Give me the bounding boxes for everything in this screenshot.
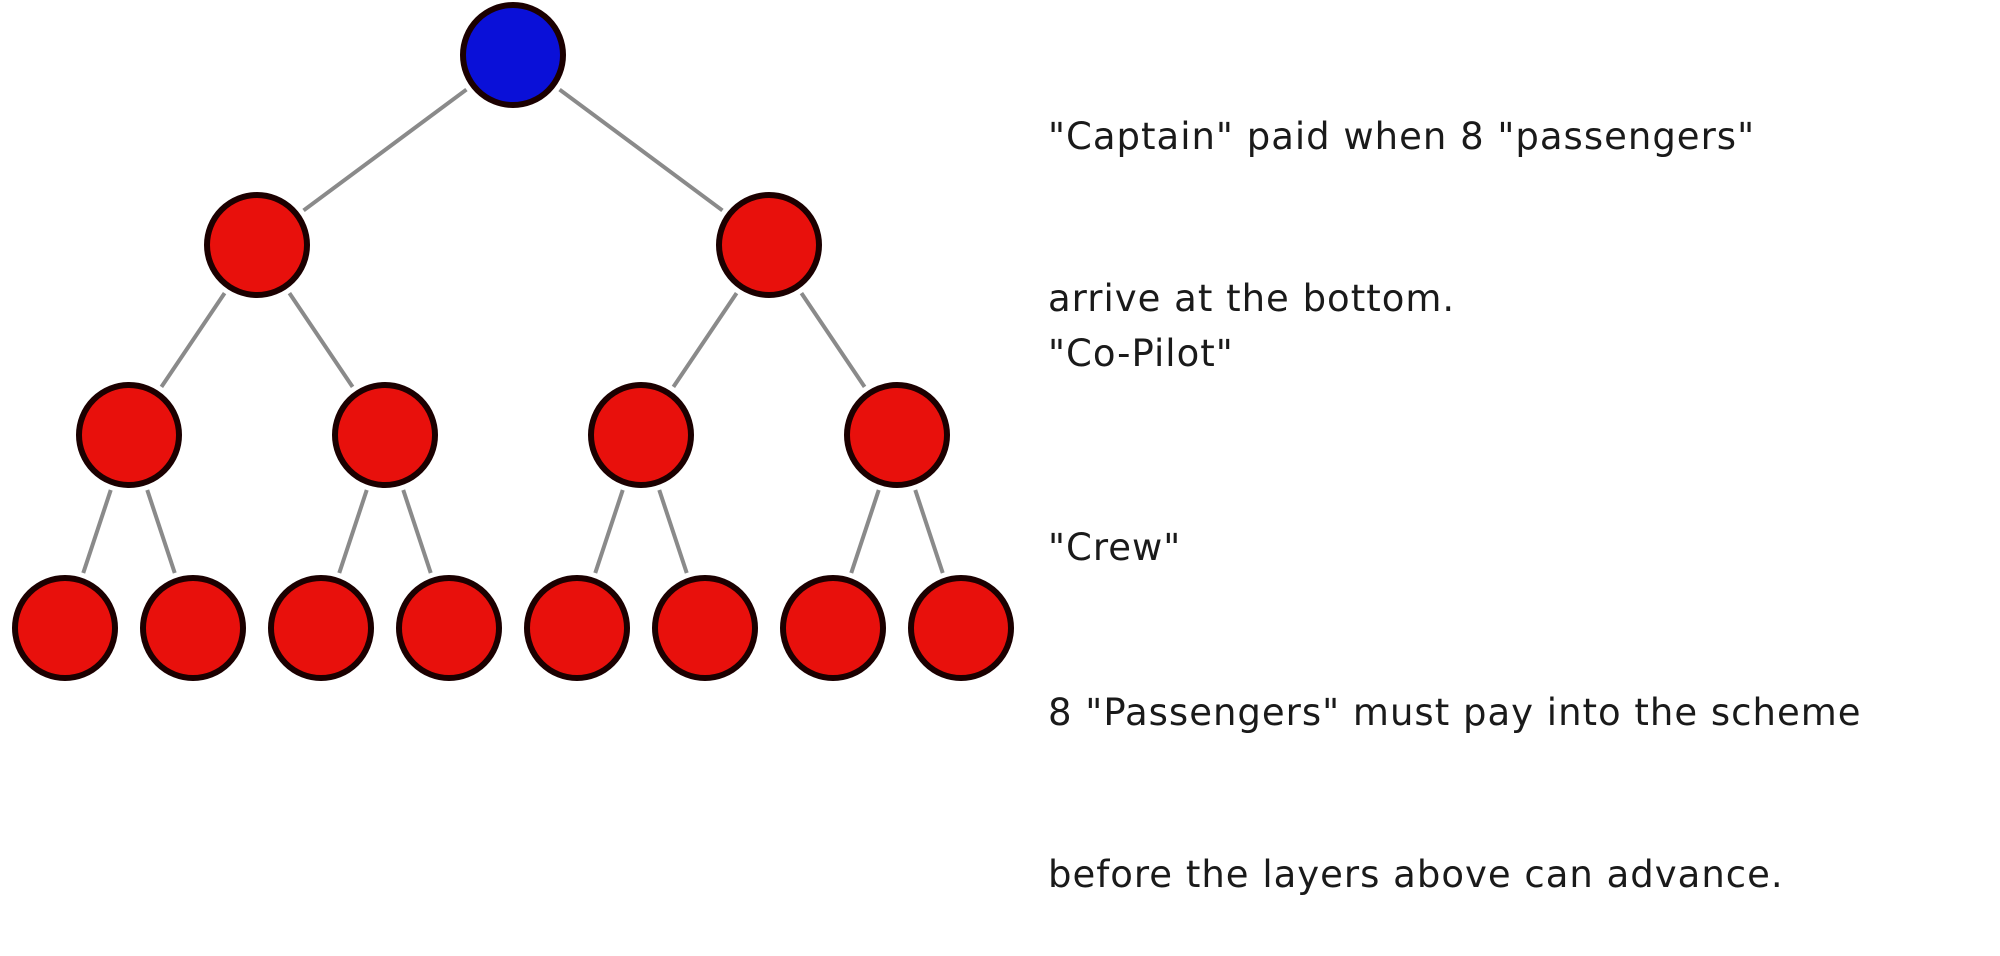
passengers-label-line-2: before the layers above can advance.: [1048, 853, 1784, 896]
tree-edge: [337, 489, 369, 574]
passengers-node: [140, 575, 246, 681]
passengers-label-line-1: 8 "Passengers" must pay into the scheme: [1048, 691, 1862, 734]
crew-node: [844, 382, 950, 488]
captain-node: [460, 2, 566, 108]
captain-label: "Captain" paid when 8 "passengers" arriv…: [1048, 2, 1755, 380]
tree-edge: [593, 489, 625, 574]
crew-label-line-1: "Crew": [1048, 526, 1182, 569]
tree-edge: [302, 87, 468, 213]
co-pilot-label-line-1: "Co-Pilot": [1048, 332, 1234, 375]
tree-edge: [145, 489, 177, 574]
tree-edge: [287, 291, 355, 389]
co-pilot-label: "Co-Pilot": [1048, 219, 1234, 435]
tree-edge: [849, 489, 881, 574]
tree-edge: [558, 87, 724, 213]
tree-edge: [159, 291, 227, 389]
passengers-node: [12, 575, 118, 681]
captain-label-line-2: arrive at the bottom.: [1048, 277, 1456, 320]
passengers-node: [524, 575, 630, 681]
crew-node: [76, 382, 182, 488]
passengers-label: 8 "Passengers" must pay into the scheme …: [1048, 578, 1862, 956]
passengers-node: [268, 575, 374, 681]
crew-label: "Crew": [1048, 413, 1181, 629]
crew-node: [588, 382, 694, 488]
tree-edge: [81, 489, 113, 574]
passengers-node: [780, 575, 886, 681]
co-pilot-node: [716, 192, 822, 298]
nodes: [12, 2, 1014, 681]
tree-edge: [913, 489, 945, 574]
crew-node: [332, 382, 438, 488]
tree-edge: [799, 291, 867, 389]
pyramid-tree-diagram: [12, 2, 1014, 681]
passengers-node: [908, 575, 1014, 681]
passengers-node: [652, 575, 758, 681]
tree-edge: [401, 489, 433, 574]
tree-edge: [657, 489, 689, 574]
passengers-node: [396, 575, 502, 681]
co-pilot-node: [204, 192, 310, 298]
edges: [81, 87, 945, 574]
captain-label-line-1: "Captain" paid when 8 "passengers": [1048, 115, 1756, 158]
tree-edge: [671, 291, 739, 389]
